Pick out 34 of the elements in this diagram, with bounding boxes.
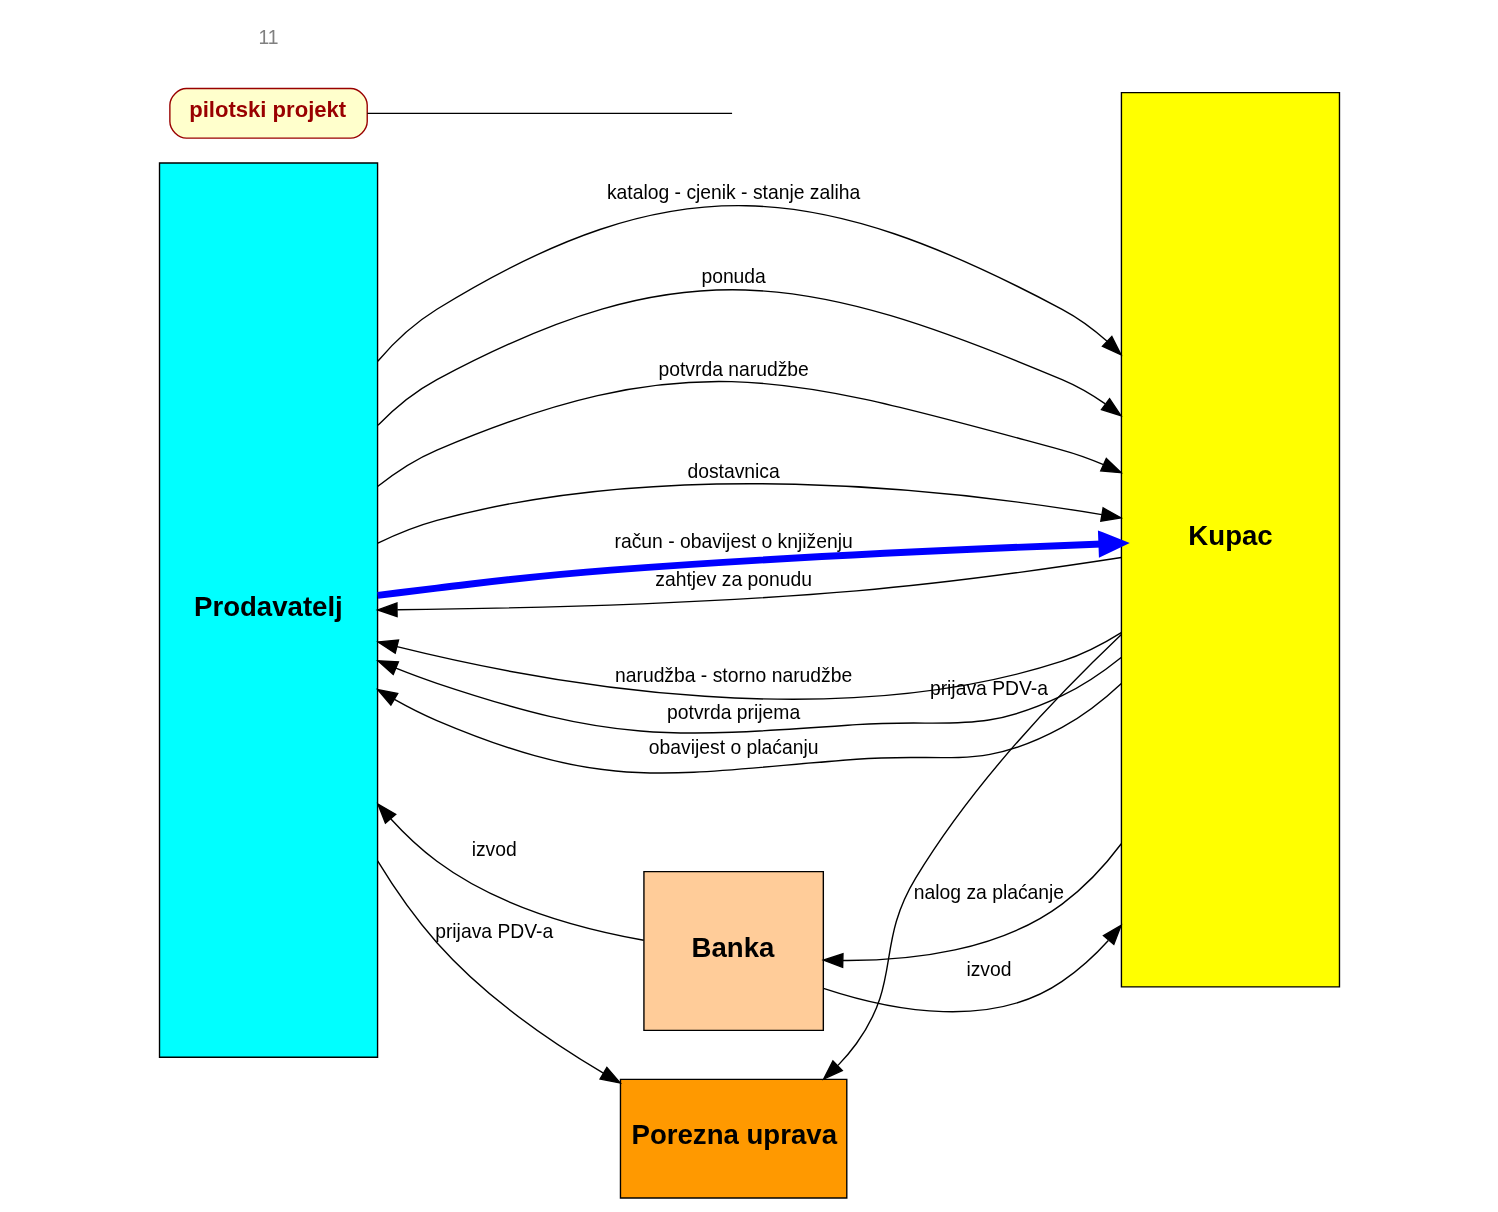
arrow — [376, 205, 1123, 362]
edge-label: katalog - cjenik - stanje zaliha — [606, 182, 860, 204]
arrow — [822, 923, 1122, 1013]
arrow — [375, 656, 1122, 734]
arrow — [375, 682, 1122, 774]
edge-label: narudžba - storno narudžbe — [614, 665, 852, 687]
edge-label: potvrda prijema — [666, 702, 800, 724]
edge-label: nalog za plaćanje — [913, 881, 1064, 903]
label: 11 — [258, 26, 279, 48]
arrow — [375, 556, 1122, 618]
arrow — [376, 860, 622, 1084]
arrow — [376, 483, 1123, 544]
edge-label: račun - obavijest o knjiženju — [613, 531, 853, 553]
edge-label: izvod — [965, 959, 1011, 981]
arrow — [820, 843, 1122, 969]
arrow — [376, 289, 1123, 426]
node-box: Kupac — [1120, 91, 1340, 988]
edge-label: prijava PDV-a — [434, 920, 553, 942]
edge-label: potvrda narudžbe — [657, 358, 809, 380]
arrow — [376, 530, 1130, 599]
edge-label: izvod — [471, 839, 517, 861]
edge-label: obavijest o plaćanju — [648, 736, 818, 758]
arrow — [375, 631, 1122, 700]
arrow — [376, 802, 644, 941]
edge-label: ponuda — [700, 266, 766, 288]
node-box: Prodavatelj — [158, 162, 378, 1058]
edge-label: zahtjev za ponudu — [654, 568, 812, 590]
node-box: Banka — [642, 870, 824, 1032]
edge-label: dostavnica — [686, 460, 780, 482]
node-box: Porezna uprava — [619, 1078, 847, 1199]
arrow — [376, 381, 1123, 488]
connector — [366, 112, 733, 114]
arrow — [821, 633, 1122, 1081]
node-box: pilotski projekt — [168, 87, 368, 139]
